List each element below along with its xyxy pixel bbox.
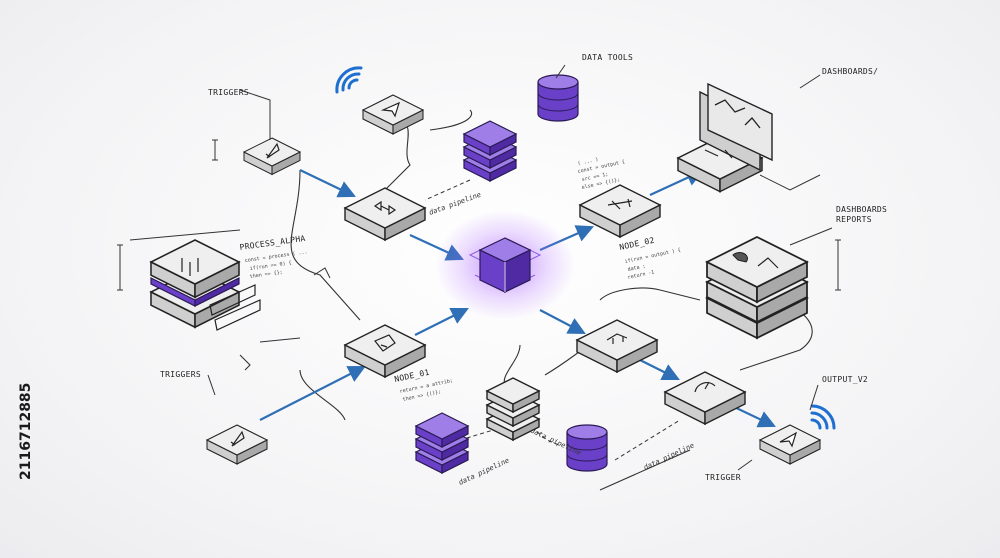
core-cube-top bbox=[478, 237, 532, 263]
wire-process-to-node01 bbox=[290, 169, 361, 321]
trigger-node-bottom[interactable] bbox=[206, 424, 268, 465]
dashboard-monitor-node[interactable] bbox=[677, 82, 773, 193]
svg-text:if(run = output ) {: if(run = output ) { bbox=[624, 247, 681, 265]
routing-arrows-icon bbox=[607, 198, 633, 210]
purple-stack-bottom[interactable] bbox=[415, 412, 469, 474]
grid-icon bbox=[181, 258, 199, 276]
label-data-pipeline-right: data pipeline bbox=[642, 441, 695, 471]
cursor-arrow-icon bbox=[380, 101, 400, 118]
wire-node-to-reports bbox=[599, 287, 701, 301]
node-mid-right[interactable] bbox=[576, 319, 658, 373]
satellite-dish-icon bbox=[694, 381, 716, 393]
rocket-icon bbox=[230, 430, 245, 447]
flow-arrow-1 bbox=[299, 169, 356, 198]
dash-pipeline-right bbox=[614, 419, 681, 461]
dimension-marks bbox=[117, 64, 841, 471]
flow-arrow-9 bbox=[259, 366, 366, 421]
label-dashboards-top: DASHBOARDS/ bbox=[822, 67, 878, 76]
label-trigger: TRIGGER bbox=[705, 473, 741, 482]
svg-text:return -1: return -1 bbox=[627, 269, 655, 281]
wire-node01-down bbox=[299, 369, 346, 421]
svg-text:( ... ): ( ... ) bbox=[577, 157, 599, 167]
router-node-top[interactable] bbox=[362, 94, 424, 135]
label-triggers-top: TRIGGERS bbox=[208, 88, 249, 97]
label-node-02: NODE_02 bbox=[619, 236, 656, 252]
label-output-v2: OUTPUT_V2 bbox=[822, 375, 868, 384]
flow-arrow-6 bbox=[539, 309, 586, 335]
database-bottom[interactable] bbox=[566, 424, 608, 472]
label-process-alpha: PROCESS_ALPHA bbox=[239, 234, 306, 252]
split-arrows-icon bbox=[373, 200, 397, 216]
wifi-icon bbox=[335, 66, 363, 94]
central-core-node[interactable] bbox=[435, 210, 575, 320]
wire-router-to-stack bbox=[429, 109, 473, 131]
svg-text:src == 1;: src == 1; bbox=[581, 171, 609, 183]
node-02[interactable] bbox=[579, 184, 661, 238]
dish-node[interactable] bbox=[664, 371, 746, 425]
process-alpha-node[interactable] bbox=[150, 239, 261, 331]
bar-chart-icon bbox=[757, 257, 779, 269]
pie-chart-icon bbox=[732, 252, 748, 263]
wire-small-bend bbox=[239, 354, 251, 371]
node-01[interactable] bbox=[344, 324, 426, 378]
wire-dim-bottom bbox=[599, 449, 691, 491]
svg-text:if(run == 0) {: if(run == 0) { bbox=[249, 260, 292, 272]
label-dashboards-reports-2: REPORTS bbox=[836, 215, 872, 224]
checkbox-icon bbox=[374, 334, 396, 352]
line-chart-icon bbox=[714, 99, 746, 113]
monitor-screen bbox=[707, 82, 773, 162]
flow-arrow-5 bbox=[414, 308, 469, 336]
watermark-id: 2116712885 bbox=[18, 383, 34, 480]
dash-pipeline-mid bbox=[519, 419, 561, 446]
svg-text:then => {};: then => {}; bbox=[249, 269, 283, 280]
switch-node[interactable] bbox=[344, 187, 426, 241]
label-triggers-bottom: TRIGGERS bbox=[160, 370, 201, 379]
trigger-node-top[interactable] bbox=[243, 137, 301, 175]
network-icon bbox=[606, 333, 628, 344]
purple-stack-top[interactable] bbox=[463, 120, 517, 182]
reports-stack-node[interactable] bbox=[706, 236, 808, 339]
flow-arrow-7 bbox=[639, 359, 680, 380]
database-top[interactable] bbox=[537, 74, 579, 122]
output-v2-node[interactable] bbox=[759, 424, 821, 465]
rocket-icon bbox=[265, 142, 280, 159]
label-dashboards-reports-1: DASHBOARDS bbox=[836, 205, 887, 214]
cursor-arrow-icon bbox=[779, 431, 798, 448]
dash-pipeline-top bbox=[424, 179, 471, 201]
label-data-tools: DATA TOOLS bbox=[582, 53, 633, 62]
svg-text:data ;: data ; bbox=[627, 263, 646, 273]
wifi-icon bbox=[810, 404, 836, 430]
